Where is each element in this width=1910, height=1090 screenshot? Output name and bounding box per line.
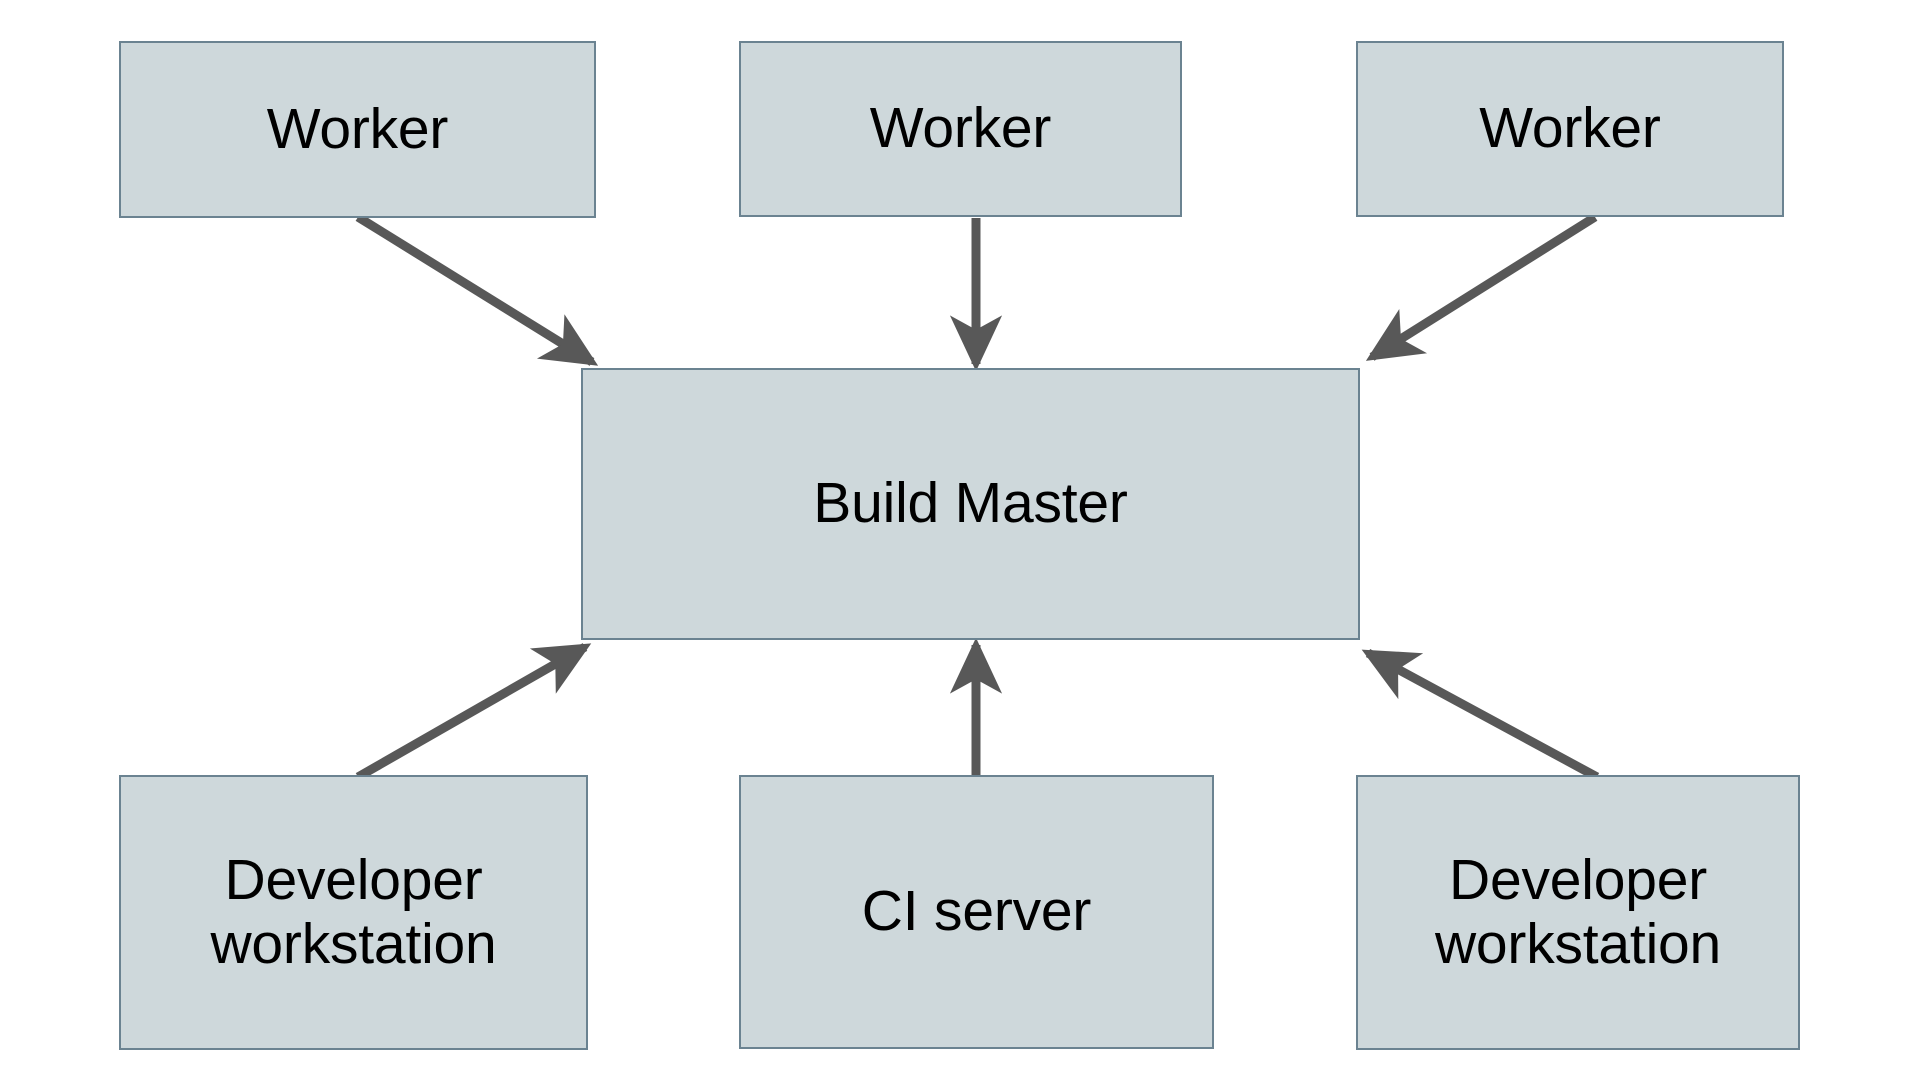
node-worker-1[interactable]: Worker bbox=[119, 41, 596, 218]
node-build-master-label: Build Master bbox=[813, 471, 1128, 536]
edge-dev-ws-2-to-build-master bbox=[1361, 649, 1600, 781]
node-developer-workstation-1-label: Developer workstation bbox=[210, 847, 497, 976]
node-developer-workstation-1[interactable]: Developer workstation bbox=[119, 775, 588, 1050]
node-ci-server-label: CI server bbox=[861, 879, 1092, 944]
node-build-master[interactable]: Build Master bbox=[581, 368, 1360, 640]
node-worker-3[interactable]: Worker bbox=[1356, 41, 1784, 217]
node-worker-1-label: Worker bbox=[266, 96, 449, 161]
node-ci-server[interactable]: CI server bbox=[739, 775, 1214, 1049]
node-worker-2-label: Worker bbox=[869, 96, 1052, 161]
edge-dev-ws-1-to-build-master bbox=[355, 643, 592, 781]
node-worker-2[interactable]: Worker bbox=[739, 41, 1182, 217]
edge-worker-1-to-build-master bbox=[355, 213, 599, 366]
node-developer-workstation-2-label: Developer workstation bbox=[1434, 847, 1722, 976]
node-worker-3-label: Worker bbox=[1479, 96, 1661, 161]
node-developer-workstation-2[interactable]: Developer workstation bbox=[1356, 775, 1800, 1050]
edge-worker-3-to-build-master bbox=[1365, 213, 1598, 361]
